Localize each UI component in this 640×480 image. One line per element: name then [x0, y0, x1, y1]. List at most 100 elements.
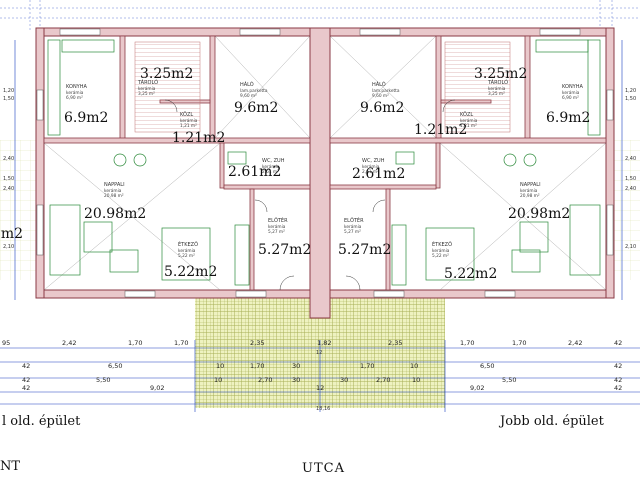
room-name-eloter-l: ELŐTÉR [268, 216, 288, 224]
area-label-nappali-l: 20.98m2 [84, 206, 146, 222]
dim-left-0: 1,20 [3, 88, 14, 94]
dim-row3-4: 30 [292, 376, 300, 384]
dim-right-0: 1,20 [625, 88, 636, 94]
area-label-konyha-l: 6.9m2 [64, 110, 108, 126]
room-floor-etkezo-l: kerámia [178, 247, 196, 254]
dim-row2-3: 1,70 [250, 362, 264, 370]
area-label-kozl-l: 1.21m2 [172, 130, 225, 146]
dim-mid: 12 [316, 350, 322, 356]
area-label-wc-l: 2.61m2 [228, 164, 281, 180]
dim-row2-4: 30 [292, 362, 300, 370]
room-size-etkezo-r: 5,22 m² [432, 253, 449, 259]
door-swings [164, 99, 456, 291]
area-labels: 6.9m2 3.25m2 9.6m2 1.21m2 2.61m2 20.98m2 5.27m… [64, 66, 590, 282]
room-name-nappali-r: NAPPALI [520, 182, 541, 188]
dim-right-5: 2,10 [625, 244, 636, 250]
area-label-halo-r: 9.6m2 [360, 100, 404, 116]
dim-row3-1: 5,50 [96, 376, 110, 384]
dim-row1-0: 95 [2, 339, 10, 347]
dim-left-1: 1,50 [3, 96, 14, 102]
room-name-kozl-l: KÖZL [180, 111, 193, 118]
dim-row1-9: 2,42 [568, 339, 582, 347]
area-label-kozl-r: 1.21m2 [414, 122, 467, 138]
dim-row2-8: 42 [614, 362, 622, 370]
room-diagonals [43, 35, 607, 291]
area-label-konyha-r: 6.9m2 [546, 110, 590, 126]
dim-row2-5: 1,70 [360, 362, 374, 370]
area-label-nappali-r: 20.98m2 [508, 206, 570, 222]
dim-left-4: 2,40 [3, 186, 14, 192]
dim-total: 18,16 [316, 406, 330, 412]
dim-right-3: 1,50 [625, 176, 636, 182]
room-size-eloter-l: 5,27 m² [268, 229, 285, 235]
room-floor-konyha-l: kerámia [66, 89, 84, 96]
dim-row1-6: 2,35 [388, 339, 402, 347]
dim-right-4: 2,40 [625, 186, 636, 192]
area-label-halo-l: 9.6m2 [234, 100, 278, 116]
room-name-wc-r: WC, ZUH [362, 158, 385, 164]
windows [36, 28, 614, 298]
room-name-kozl-r: KÖZL [460, 111, 473, 118]
room-name-halo-l: HÁLÓ [240, 81, 254, 88]
room-size-wc-r: 2,61 m² [362, 169, 379, 175]
room-size-konyha-l: 6,90 m² [66, 95, 83, 101]
room-floor-konyha-r: kerámia [562, 89, 580, 96]
area-label-etkezo-r: 5.22m2 [444, 266, 497, 282]
dim-row2-7: 6,50 [480, 362, 494, 370]
dim-row1-7: 1,70 [460, 339, 474, 347]
room-floor-eloter-l: kerámia [268, 223, 286, 230]
room-name-etkezo-r: ÉTKEZŐ [432, 240, 452, 248]
room-name-tarolo-l: TÁROLÓ [137, 79, 158, 86]
left-edge-area-label: 2m2 [0, 226, 23, 242]
dim-row3-5: 30 [340, 376, 348, 384]
room-floor-nappali-l: kerámia [104, 187, 122, 194]
room-size-etkezo-l: 5,22 m² [178, 253, 195, 259]
room-size-konyha-r: 6,90 m² [562, 95, 579, 101]
furniture [47, 39, 601, 286]
dim-row2-1: 6,50 [108, 362, 122, 370]
room-size-kozl-r: 1,21 m² [460, 123, 477, 129]
right-terrace-grid [612, 140, 640, 280]
area-label-eloter-l: 5.27m2 [258, 242, 311, 258]
room-floor-halo-l: lam.parketta [240, 88, 268, 94]
area-label-tarolo-r: 3.25m2 [474, 66, 527, 82]
dim-row4-3: 9,02 [470, 384, 484, 392]
dim-row4-4: 42 [614, 384, 622, 392]
room-floor-kozl-r: kerámia [460, 117, 478, 124]
walls [35, 27, 615, 319]
guide-lines [0, 0, 640, 30]
stair-left [134, 41, 201, 133]
room-name-halo-r: HÁLÓ [372, 81, 386, 88]
street-label: UTCA [302, 461, 345, 476]
room-floor-wc-l: kerámia [262, 163, 280, 170]
room-floor-halo-r: lam.parketta [372, 88, 400, 94]
stair-right [444, 41, 511, 133]
room-size-halo-l: 9,60 m² [240, 93, 257, 99]
dim-row2-0: 42 [22, 362, 30, 370]
dim-row2-2: 10 [216, 362, 224, 370]
dim-row1-1: 2,42 [62, 339, 76, 347]
dim-row3-0: 42 [22, 376, 30, 384]
room-name-tarolo-r: TÁROLÓ [487, 79, 508, 86]
room-floor-eloter-r: kerámia [344, 223, 362, 230]
dim-row1-5: 1,82 [317, 339, 331, 347]
room-name-konyha-r: KONYHA [562, 84, 583, 90]
room-name-nappali-l: NAPPALI [104, 182, 125, 188]
area-label-tarolo-l: 3.25m2 [140, 66, 193, 82]
room-size-halo-r: 9,60 m² [372, 93, 389, 99]
room-floor-tarolo-l: kerámia [138, 85, 156, 92]
dim-row3-3: 2,70 [258, 376, 272, 384]
room-size-eloter-r: 5,27 m² [344, 229, 361, 235]
area-label-eloter-r: 5.27m2 [338, 242, 391, 258]
room-name-konyha-l: KONYHA [66, 84, 87, 90]
dim-row4-2: 12 [316, 384, 324, 392]
dim-row2-6: 10 [410, 362, 418, 370]
dim-row4-1: 9,02 [150, 384, 164, 392]
dim-row4-0: 42 [22, 384, 30, 392]
dim-left-3: 1,50 [3, 176, 14, 182]
room-name-eloter-r: ELŐTÉR [344, 216, 364, 224]
dim-row1-4: 2,35 [250, 339, 264, 347]
dim-row1-3: 1,70 [174, 339, 188, 347]
